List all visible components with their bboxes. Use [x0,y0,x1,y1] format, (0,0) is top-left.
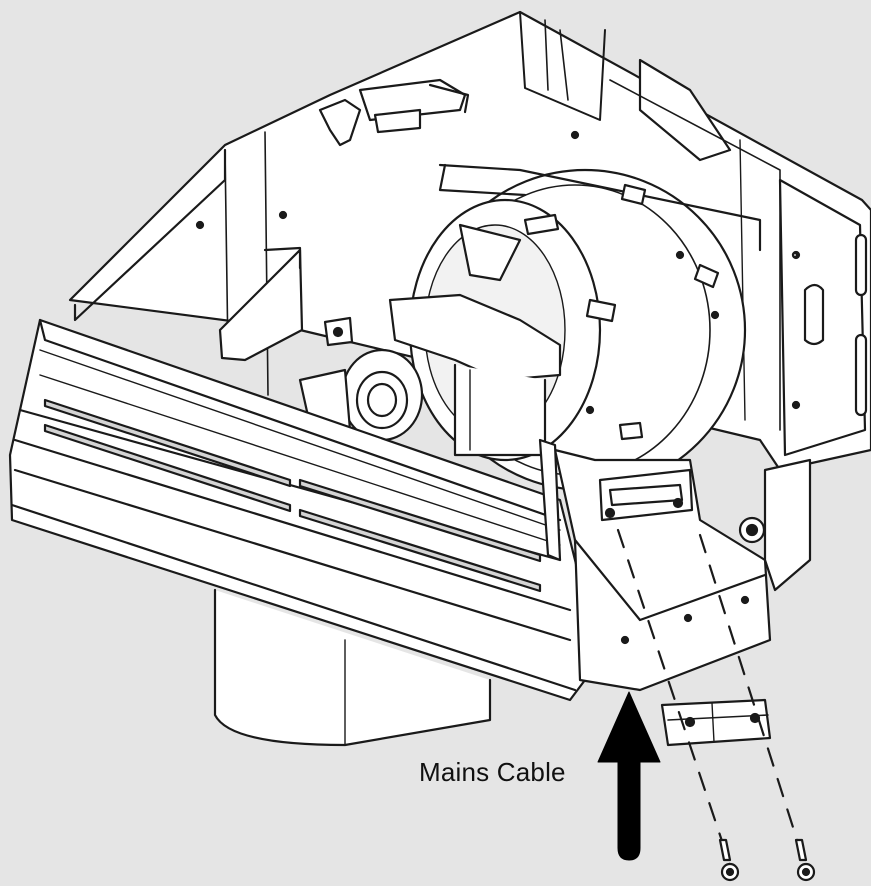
fixing-screws [718,838,816,882]
mains-cable-label: Mains Cable [419,757,566,787]
mains-cable-arrow [597,691,661,861]
flue-duct [213,588,492,747]
cable-entry-bracket [538,438,812,692]
assembly-guide-lines [616,528,807,867]
motor-valve-unit [298,293,562,457]
cable-clamp [660,698,772,747]
left-mounting-bracket [218,246,304,362]
front-louvre-panel [8,318,602,702]
